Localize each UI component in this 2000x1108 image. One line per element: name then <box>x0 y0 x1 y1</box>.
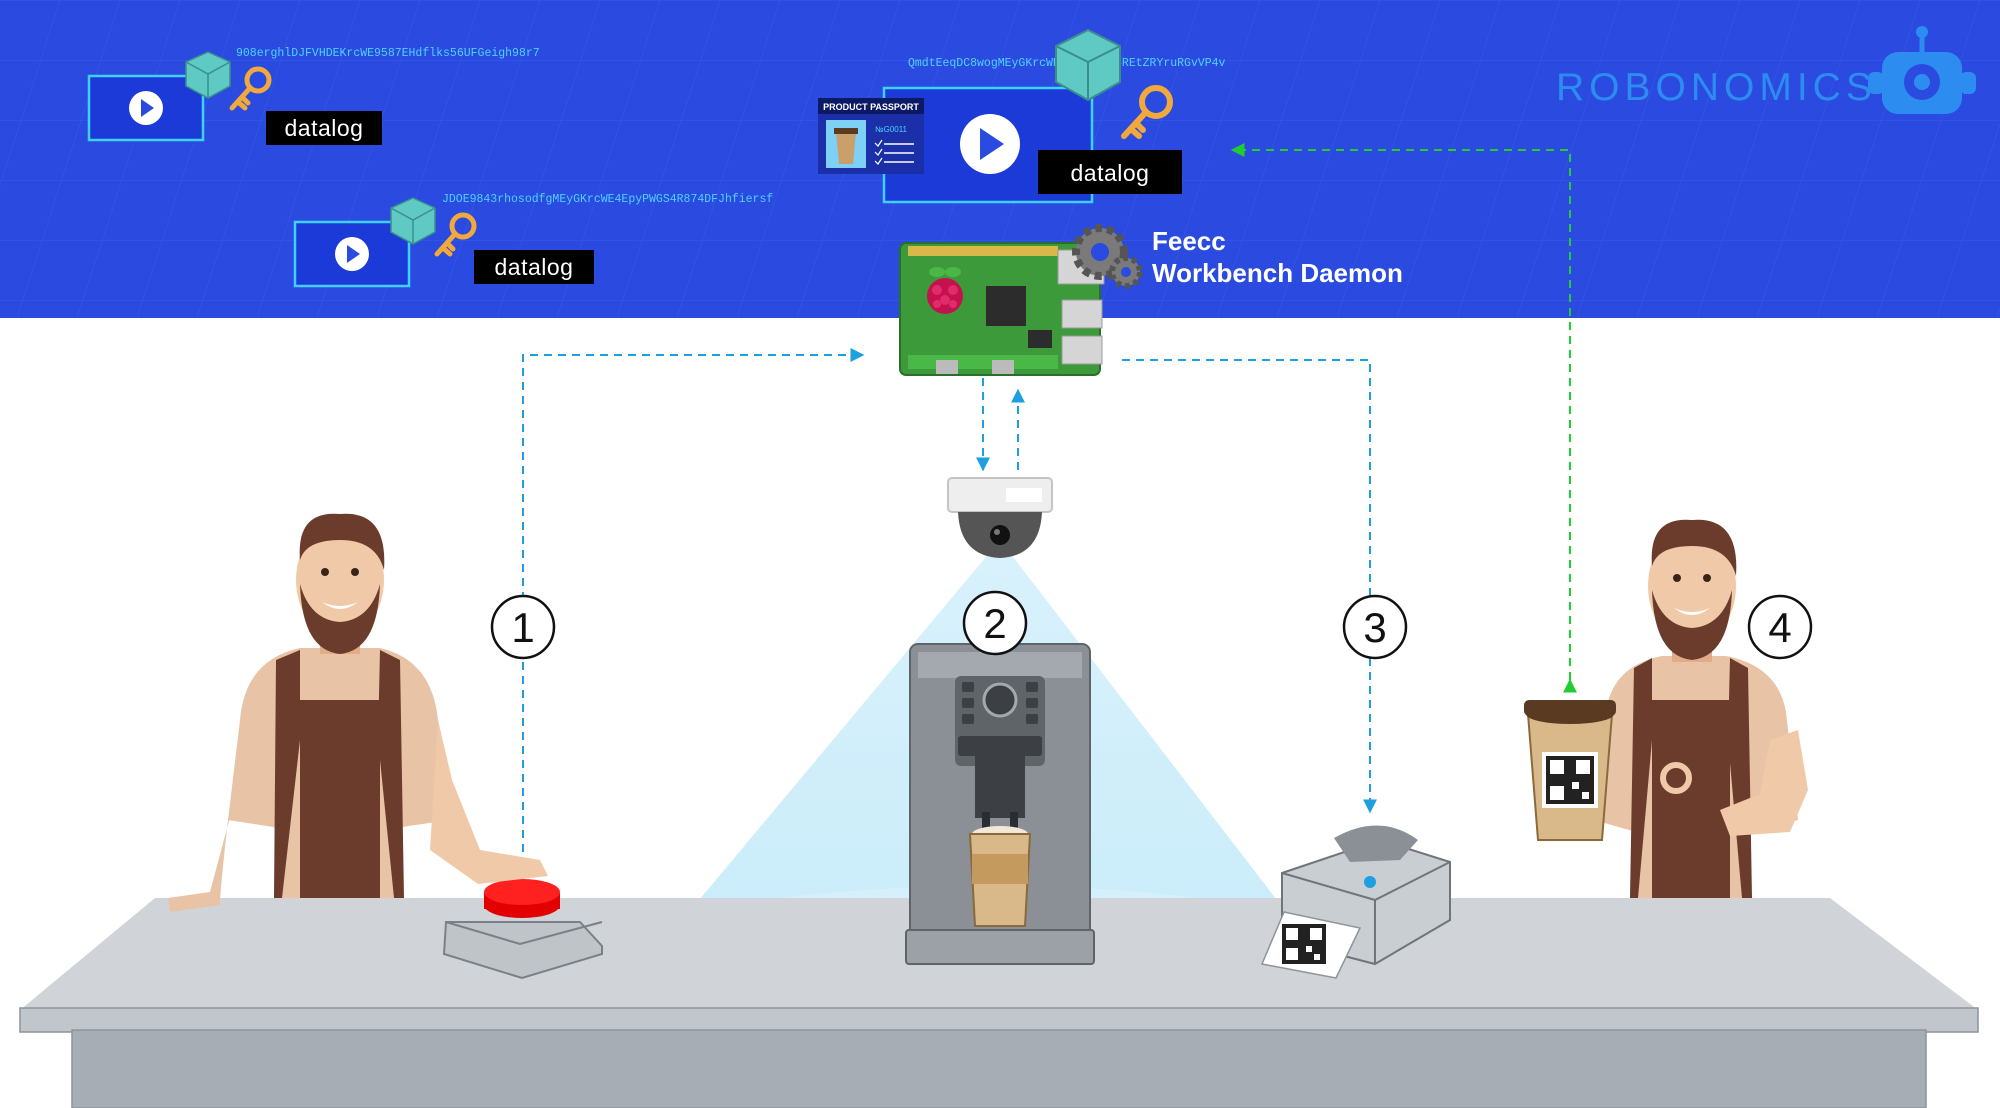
step-marker-4: 4 <box>1747 594 1813 660</box>
datalog-record-3: PRODUCT PASSPORT №G0011 QmdtEeqDC8wogMEy… <box>818 28 1226 204</box>
connector-daemon-to-camera <box>976 378 1025 472</box>
key-icon <box>1121 85 1173 139</box>
coffee-cup-icon <box>968 826 1032 927</box>
raspberry-pi-icon <box>927 267 963 314</box>
raspberry-pi-board <box>899 242 1105 376</box>
passport-number: №G0011 <box>875 125 908 134</box>
qr-code-icon <box>1282 924 1326 964</box>
daemon-name: Feecc <box>1152 226 1226 256</box>
datalog-record-2: JDOE9843rhosodfgMEyGKrcWE4EpyPWGS4R874DF… <box>293 193 773 288</box>
datalog-hash-2: JDOE9843rhosodfgMEyGKrcWE4EpyPWGS4R874DF… <box>442 193 773 206</box>
step-number-3: 3 <box>1363 604 1386 651</box>
step-marker-3: 3 <box>1342 594 1408 660</box>
product-passport: PRODUCT PASSPORT №G0011 <box>818 98 924 174</box>
datalog-record-1: 908erghlDJFVHDEKrcWE9587EHdflks56UFGeigh… <box>87 47 540 145</box>
datalog-label-3: datalog <box>1071 160 1150 186</box>
daemon-subtitle: Workbench Daemon <box>1152 258 1403 288</box>
gear-icon <box>1072 224 1143 289</box>
printer-icon <box>1260 825 1451 979</box>
barista-customer <box>1524 519 1808 898</box>
robonomics-brand: ROBONOMICS <box>1556 26 1976 114</box>
datalog-label-2: datalog <box>495 254 574 280</box>
button-icon <box>442 879 603 980</box>
blockchain-cube-icon <box>390 197 436 245</box>
step-number-2: 2 <box>983 600 1006 647</box>
step-number-4: 4 <box>1768 604 1791 651</box>
coffee-cup-icon <box>1524 700 1616 841</box>
datalog-hash-1: 908erghlDJFVHDEKrcWE9587EHdflks56UFGeigh… <box>236 47 540 60</box>
barista-operator <box>168 513 548 912</box>
key-icon <box>229 66 272 111</box>
coffee-machine-icon <box>905 643 1095 965</box>
connector-button-to-daemon <box>522 348 865 852</box>
step-marker-1: 1 <box>490 594 556 660</box>
step-marker-2: 2 <box>962 590 1028 656</box>
camera-icon <box>947 477 1053 558</box>
passport-title: PRODUCT PASSPORT <box>823 102 919 112</box>
connector-daemon-to-printer <box>1122 359 1377 814</box>
blockchain-cube-icon <box>1055 28 1121 102</box>
key-icon <box>434 212 477 257</box>
qr-code-icon <box>1542 752 1598 808</box>
brand-name: ROBONOMICS <box>1556 66 1877 109</box>
step-number-1: 1 <box>511 604 534 651</box>
blockchain-cube-icon <box>185 51 231 99</box>
robot-logo-icon <box>1868 26 1976 114</box>
datalog-label-1: datalog <box>285 115 364 141</box>
